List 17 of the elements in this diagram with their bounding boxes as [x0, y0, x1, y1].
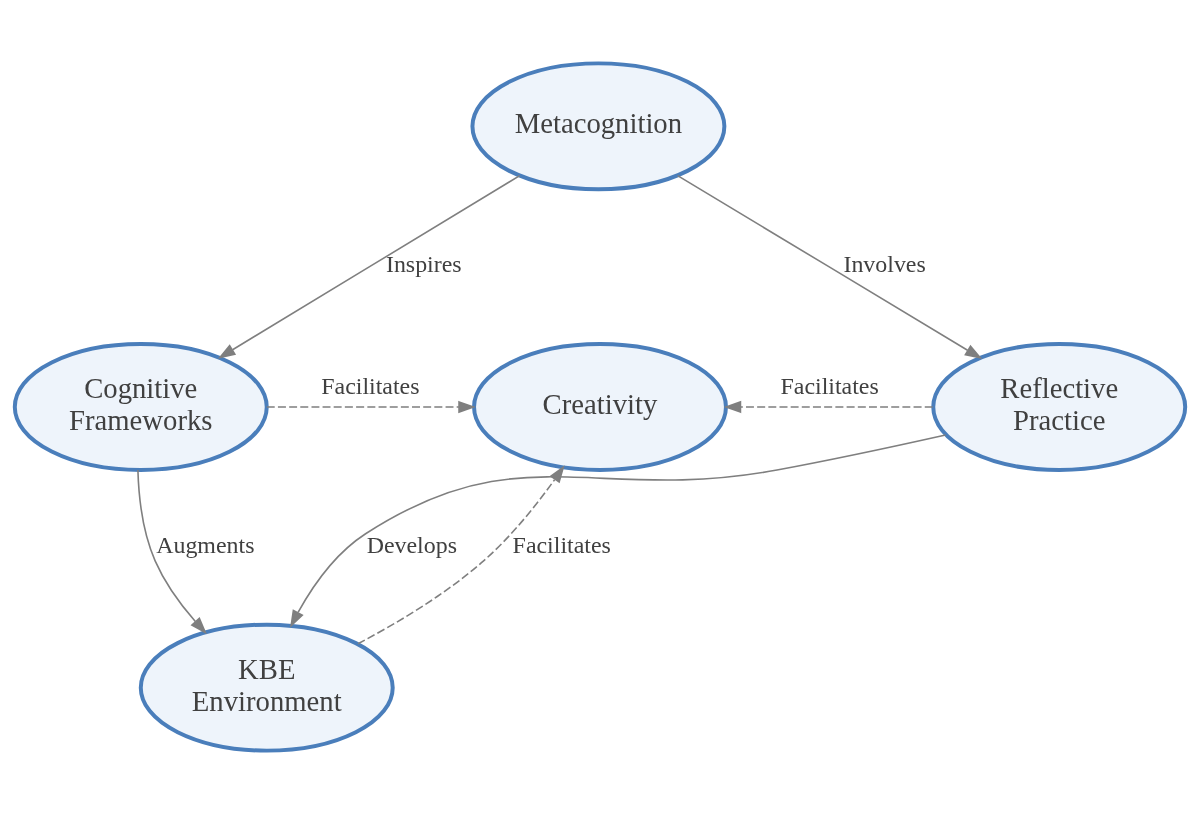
arrow: [137, 469, 207, 635]
edge-label: Facilitates: [512, 531, 611, 558]
arrow: [290, 434, 947, 628]
edge-label: Facilitates: [780, 373, 879, 400]
edge-label: Develops: [366, 531, 457, 558]
edge-label: Inspires: [385, 251, 462, 278]
arrow: [266, 400, 476, 414]
arrow: [723, 400, 934, 414]
node-ellipse: Metacognition: [470, 61, 727, 192]
arrow: [217, 174, 521, 359]
arrow: [676, 174, 983, 360]
arrow: [357, 465, 565, 645]
edge-label: Facilitates: [321, 373, 420, 400]
edge-label: Involves: [843, 251, 926, 278]
edge-label: Augments: [156, 531, 255, 558]
node-ellipse: KBE Environment: [138, 622, 395, 753]
node-ellipse: Creativity: [472, 342, 728, 472]
